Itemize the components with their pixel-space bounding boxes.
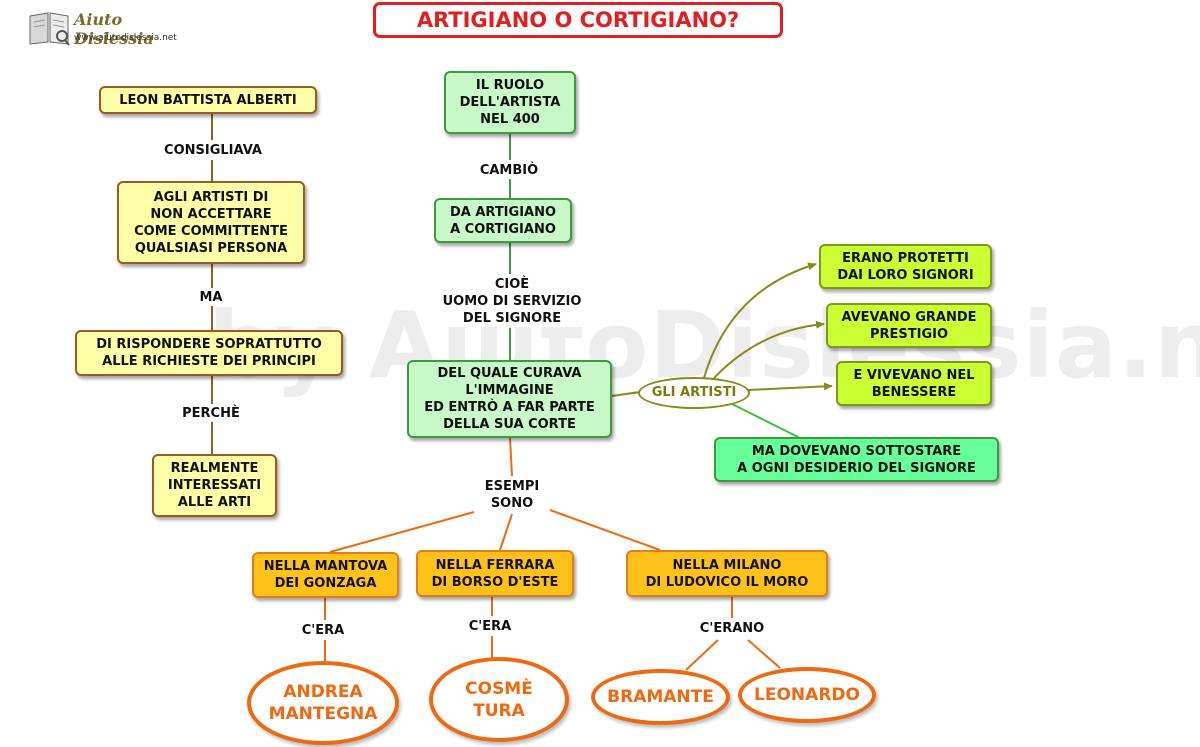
node-benessere: E VIVEVANO NEL BENESSERE <box>836 361 992 406</box>
link-delquale-esempi <box>509 437 513 477</box>
arrow-benessere <box>747 382 833 391</box>
node-realmente: REALMENTE INTERESSATI ALLE ARTI <box>152 454 277 517</box>
link-cerano-leonardo <box>747 639 781 669</box>
label-cera-mantova: C'ERA <box>299 622 347 639</box>
label-cerano-milano: C'ERANO <box>697 620 767 637</box>
label-cambio: CAMBIÒ <box>477 162 541 179</box>
link-esempi-ferrara <box>499 513 513 551</box>
label-perche: PERCHÈ <box>180 405 242 422</box>
label-consigliava: CONSIGLIAVA <box>162 142 264 159</box>
node-bramante: BRAMANTE <box>591 669 730 725</box>
node-sottostare: MA DOVEVANO SOTTOSTARE A OGNI DESIDERIO … <box>714 437 999 482</box>
node-ruolo: IL RUOLO DELL'ARTISTA NEL 400 <box>444 71 576 134</box>
node-di-rispondere: DI RISPONDERE SOPRATTUTTO ALLE RICHIESTE… <box>75 330 343 376</box>
logo: Aiuto Dislessia www.aiutodislessia.net <box>28 8 198 48</box>
node-milano: NELLA MILANO DI LUDOVICO IL MORO <box>626 550 828 597</box>
node-protetti: ERANO PROTETTI DAI LORO SIGNORI <box>819 244 992 289</box>
node-leonardo: LEONARDO <box>738 667 876 723</box>
node-mantova: NELLA MANTOVA DEI GONZAGA <box>252 552 399 598</box>
logo-url: www.aiutodislessia.net <box>74 33 177 43</box>
node-del-quale: DEL QUALE CURAVA L'IMMAGINE ED ENTRÒ A F… <box>407 360 612 438</box>
book-icon <box>29 12 70 46</box>
page-title: ARTIGIANO O CORTIGIANO? <box>373 2 783 38</box>
node-agli-artisti: AGLI ARTISTI DI NON ACCETTARE COME COMMI… <box>117 181 305 264</box>
node-da-artigiano: DA ARTIGIANO A CORTIGIANO <box>434 198 572 243</box>
logo-name: Aiuto Dislessia <box>74 10 154 48</box>
link-delquale-artisti <box>611 391 641 397</box>
node-tura: COSMÈ TURA <box>429 657 569 742</box>
node-mantegna: ANDREA MANTEGNA <box>247 661 399 745</box>
link-esempi-milano <box>549 509 661 551</box>
label-cioe: CIOÈ UOMO DI SERVIZIO DEL SIGNORE <box>440 276 584 327</box>
node-alberti: LEON BATTISTA ALBERTI <box>99 86 317 114</box>
arrow-prestigio <box>713 320 825 379</box>
node-ferrara: NELLA FERRARA DI BORSO D'ESTE <box>416 550 574 597</box>
node-prestigio: AVEVANO GRANDE PRESTIGIO <box>826 303 992 348</box>
link-esempi-mantova <box>329 511 475 553</box>
link-cerano-bramante <box>685 639 719 671</box>
label-esempi: ESEMPI SONO <box>482 478 542 512</box>
link-sottostare <box>727 401 801 439</box>
arrow-protetti <box>703 262 817 379</box>
label-cera-ferrara: C'ERA <box>466 618 514 635</box>
node-gli-artisti: GLI ARTISTI <box>638 377 750 409</box>
label-ma: MA <box>197 289 225 306</box>
